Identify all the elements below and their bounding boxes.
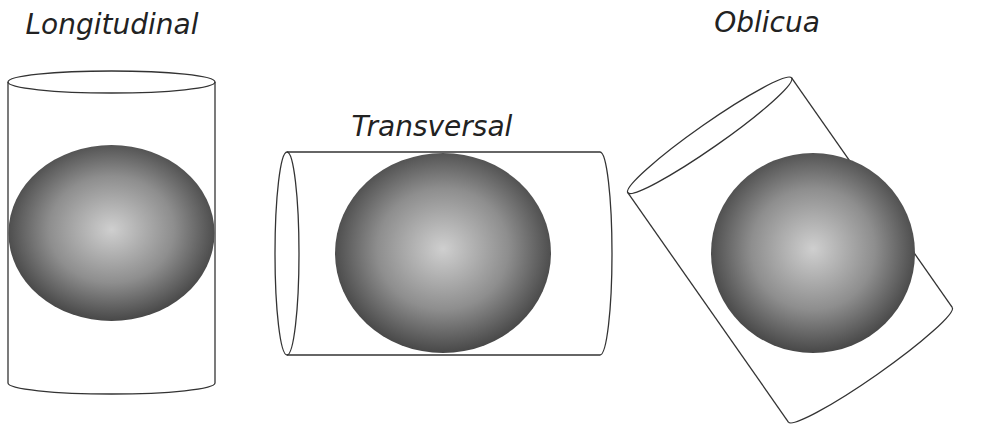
- oblique-cylinder: [621, 68, 959, 432]
- view-label: Longitudinal: [26, 8, 199, 42]
- sphere: [9, 145, 215, 321]
- sphere: [711, 153, 915, 353]
- transversal-cylinder: [275, 152, 612, 355]
- longitudinal-cylinder: [8, 71, 215, 394]
- sphere: [335, 153, 551, 353]
- view-label: Oblicua: [714, 6, 820, 40]
- view-label: Transversal: [352, 110, 513, 144]
